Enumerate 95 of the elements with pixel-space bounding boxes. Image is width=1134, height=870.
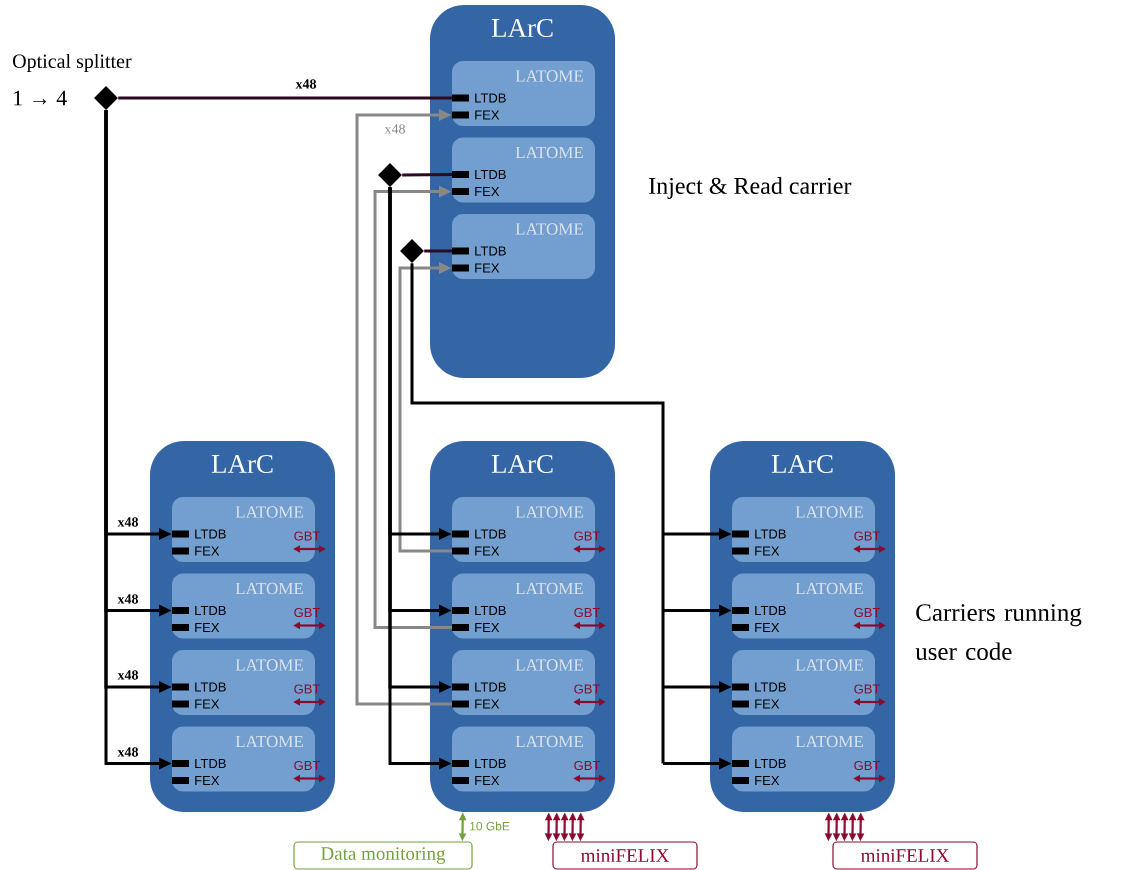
node-label: LTDB — [755, 682, 786, 692]
node-label: FEX — [755, 776, 780, 785]
connector-port: LTDB — [452, 682, 506, 692]
connector-port: FEX — [452, 776, 500, 785]
node-label: Inject & Read carrier — [649, 177, 852, 199]
connector-port: FEX — [732, 623, 780, 632]
connector-port: LTDB — [172, 606, 226, 615]
label-box: miniFELIX — [552, 841, 698, 870]
link-label: GBT — [574, 607, 601, 618]
connector-port: FEX — [452, 546, 500, 556]
connector-port: LTDB — [452, 759, 506, 768]
connector-port: LTDB — [732, 759, 786, 768]
connector-port: FEX — [452, 699, 500, 709]
node-label: FEX — [755, 623, 780, 632]
connector-port: FEX — [452, 110, 500, 120]
node-label: LTDB — [475, 682, 506, 692]
node-label: FEX — [195, 546, 220, 556]
node-label: LTDB — [755, 606, 786, 615]
node-label: FEX — [755, 546, 780, 556]
edge-label: x48 — [116, 669, 140, 681]
connector-port: LTDB — [172, 759, 226, 768]
node-label: FEX — [475, 110, 500, 120]
connector-port: FEX — [172, 776, 220, 785]
node-label: FEX — [195, 776, 220, 785]
edge-label: x48 — [383, 123, 407, 135]
link-label: GBT — [294, 531, 321, 541]
node-label: FEX — [475, 263, 500, 273]
node-label: 1 → 4 — [14, 90, 67, 106]
node-label: FEX — [195, 623, 220, 632]
connector-line — [424, 249, 452, 253]
node-label: LTDB — [475, 606, 506, 615]
connector-port: LTDB — [452, 606, 506, 615]
node-label: LTDB — [475, 529, 506, 539]
edge-label: x48 — [294, 78, 318, 90]
link-label: GBT — [854, 684, 881, 694]
node-label: LTDB — [475, 246, 506, 256]
connector-port: FEX — [172, 699, 220, 709]
connector-port: LTDB — [452, 93, 506, 103]
label-box: Data monitoring — [293, 841, 473, 870]
connector-line — [118, 96, 452, 100]
connector-port: FEX — [172, 546, 220, 556]
connector-port: LTDB — [452, 529, 506, 539]
node-label: LTDB — [475, 93, 506, 103]
edge-label: x48 — [116, 746, 140, 758]
edge-label: 10 GbE — [468, 820, 511, 832]
connector-port: LTDB — [452, 246, 506, 256]
connector-port: FEX — [452, 263, 500, 273]
link-label: GBT — [574, 531, 601, 541]
connector-port: FEX — [452, 187, 500, 196]
connector-port: FEX — [172, 623, 220, 632]
connector-port: FEX — [732, 546, 780, 556]
connector-port: LTDB — [452, 170, 506, 179]
connector-port: FEX — [452, 623, 500, 632]
connector-port: LTDB — [732, 529, 786, 539]
splitter-diamond — [400, 239, 424, 263]
connector-line — [402, 173, 453, 177]
arrow — [398, 262, 452, 553]
node-label: LTDB — [475, 170, 506, 179]
link-label: GBT — [854, 607, 881, 618]
connector-port: FEX — [732, 776, 780, 785]
link-label: GBT — [574, 684, 601, 694]
connector-port: LTDB — [732, 682, 786, 692]
connector-port: FEX — [732, 699, 780, 709]
node-label: FEX — [195, 699, 220, 709]
edge-label: x48 — [116, 593, 140, 605]
label-box: miniFELIX — [832, 841, 978, 870]
node-label: FEX — [475, 699, 500, 709]
link-label: GBT — [294, 607, 321, 618]
node-label: FEX — [475, 623, 500, 632]
link-label: GBT — [294, 684, 321, 694]
node-label: LTDB — [195, 759, 226, 768]
trunk-line — [410, 263, 665, 764]
arrow — [373, 185, 452, 629]
connector-port: LTDB — [172, 682, 226, 692]
link-label: GBT — [294, 760, 321, 771]
node-label: FEX — [475, 187, 500, 196]
splitter-diamond — [378, 163, 402, 187]
node-label: LTDB — [755, 759, 786, 768]
node-label: LTDB — [755, 529, 786, 539]
node-label: FEX — [475, 776, 500, 785]
link-label: GBT — [854, 760, 881, 771]
node-label: LTDB — [475, 759, 506, 768]
edge-label: x48 — [116, 516, 140, 528]
node-label: LTDB — [195, 606, 226, 615]
link-label: GBT — [854, 531, 881, 541]
side-caption: Carriers running user code — [915, 604, 1082, 660]
link-label: GBT — [574, 760, 601, 771]
node-label: LTDB — [195, 682, 226, 692]
connector-port: LTDB — [732, 606, 786, 615]
arrow — [355, 109, 452, 706]
node-label: FEX — [755, 699, 780, 709]
node-label: LTDB — [195, 529, 226, 539]
connector-port: LTDB — [172, 529, 226, 539]
node-label: Optical splitter — [13, 53, 132, 73]
node-label: FEX — [475, 546, 500, 556]
